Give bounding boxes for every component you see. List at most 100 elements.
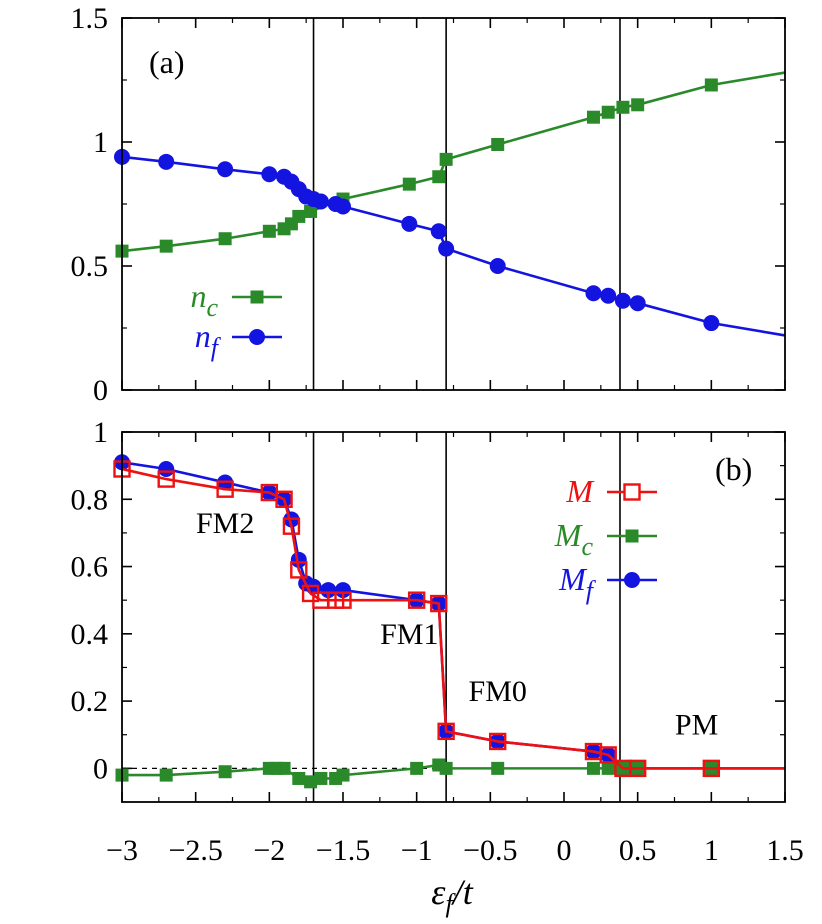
- data-point-M_c: [439, 761, 453, 775]
- x-tick-label: −2.5: [168, 834, 222, 867]
- data-point-n_f: [335, 198, 351, 215]
- data-point-M_c: [586, 761, 600, 775]
- data-point-M_f: [158, 461, 175, 477]
- data-point-n_f: [614, 292, 631, 309]
- x-tick-label: −1.5: [316, 834, 370, 867]
- data-point-M_c: [292, 771, 306, 785]
- x-axis-label-sub: f: [445, 889, 456, 918]
- plot-frame: [121, 431, 786, 803]
- data-point-n_f: [312, 193, 329, 210]
- x-tick-label: −0.5: [463, 834, 517, 867]
- data-point-n_c: [601, 105, 615, 119]
- data-point-n_f: [703, 315, 720, 332]
- data-point-M: [489, 732, 507, 751]
- legend-marker-n_f: [249, 329, 265, 345]
- data-point-M_c: [314, 771, 328, 785]
- region-label-fm0: FM0: [469, 675, 527, 708]
- svg-text:εf/t: εf/t: [431, 872, 473, 918]
- data-point-M_c: [336, 768, 350, 782]
- data-point-M_f: [335, 582, 351, 599]
- data-point-M: [430, 594, 448, 613]
- legend-label-M_c: Mc: [554, 517, 594, 561]
- data-point-M_c: [410, 761, 424, 775]
- data-point-M: [216, 480, 234, 498]
- data-point-n_c: [262, 224, 276, 238]
- x-axis-label-tail: /t: [451, 872, 474, 912]
- x-tick-label: −1: [401, 834, 433, 867]
- panel-label: (b): [715, 451, 752, 487]
- region-label-fm2: FM2: [196, 507, 254, 540]
- y-tick-label: 0.6: [71, 551, 109, 584]
- data-point-M: [157, 470, 175, 488]
- data-point-M: [290, 561, 308, 579]
- x-tick-label: −3: [106, 834, 138, 867]
- legend-label-M: M: [565, 473, 595, 509]
- y-tick-label: 0: [93, 374, 108, 407]
- data-point-n_c: [586, 110, 600, 124]
- legend-label-n_f: nf: [195, 318, 222, 362]
- data-point-n_c: [402, 177, 416, 191]
- data-point-n_f: [489, 258, 506, 274]
- x-tick-label: 0.5: [619, 834, 657, 867]
- data-point-n_c: [704, 78, 718, 92]
- data-point-n_f: [585, 285, 602, 302]
- y-tick-label: 1: [93, 416, 108, 449]
- y-tick-label: 0.4: [71, 618, 109, 651]
- legend-marker-M: [623, 483, 641, 501]
- panel-label: (a): [149, 44, 185, 80]
- data-point-n_c: [432, 170, 446, 184]
- panel-b: −3 −2.5 −2 −1.5 −1 −0.5 0 0.5 1 1.5 0 0.2 0.4 0.6 0.8 1…: [71, 416, 804, 867]
- series-line-n_c: [121, 71, 786, 253]
- data-point-n_c: [491, 137, 505, 151]
- data-point-n_c: [631, 98, 645, 112]
- data-point-n_f: [158, 153, 175, 170]
- y-tick-label: 0.8: [71, 483, 109, 516]
- data-point-n_c: [616, 100, 630, 114]
- data-point-n_f: [438, 240, 455, 257]
- y-tick-label: 0: [93, 752, 108, 785]
- data-point-n_c: [304, 204, 318, 218]
- x-tick-label: 1: [704, 834, 719, 867]
- legend-marker-M_f: [624, 572, 640, 588]
- x-tick-label: 1.5: [766, 834, 804, 867]
- region-label-pm: PM: [675, 709, 718, 742]
- data-point-n_c: [439, 152, 453, 166]
- data-point-n_f: [430, 223, 447, 240]
- data-point-M: [334, 591, 352, 609]
- y-tick-label: 1.5: [71, 2, 109, 35]
- data-point-M_f: [320, 582, 337, 599]
- legend-label-M_f: Mf: [558, 561, 597, 605]
- y-tick-label: 0.2: [71, 685, 109, 718]
- x-axis-label-main: ε: [431, 872, 446, 912]
- data-point-n_c: [218, 232, 232, 246]
- data-point-M_c: [601, 761, 615, 775]
- legend-marker-n_c: [250, 290, 264, 304]
- legend-marker-M_c: [625, 529, 639, 543]
- data-point-M: [702, 759, 721, 778]
- x-tick-label: 0: [557, 834, 572, 867]
- data-point-n_c: [159, 239, 173, 253]
- data-point-M: [282, 517, 301, 535]
- data-point-n_f: [401, 215, 418, 232]
- data-point-M_f: [290, 551, 307, 568]
- data-point-n_f: [217, 161, 234, 178]
- x-axis-title: εf/t: [431, 872, 473, 918]
- data-point-M: [407, 591, 426, 609]
- region-label-fm1: FM1: [380, 618, 438, 651]
- data-point-n_c: [292, 209, 306, 223]
- data-point-n_f: [261, 166, 278, 183]
- y-tick-label: 1: [93, 126, 108, 159]
- plot-frame: [121, 17, 786, 391]
- data-point-M: [437, 722, 455, 741]
- data-point-n_f: [629, 295, 646, 312]
- data-point-M: [275, 490, 293, 508]
- data-point-M_c: [491, 761, 505, 775]
- legend-label-n_c: nc: [190, 278, 218, 322]
- x-tick-label: −2: [253, 834, 285, 867]
- y-tick-label: 0.5: [71, 250, 109, 283]
- data-point-M_c: [159, 768, 173, 782]
- data-point-n_f: [600, 287, 617, 304]
- data-point-M_c: [218, 765, 232, 779]
